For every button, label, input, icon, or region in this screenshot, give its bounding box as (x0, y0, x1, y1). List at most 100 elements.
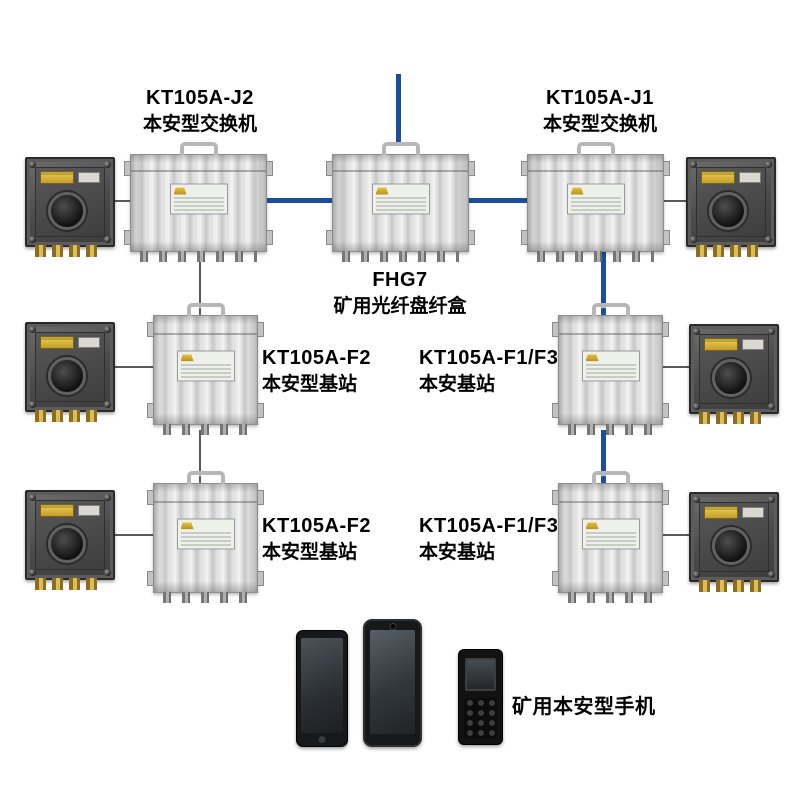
warning-label (40, 171, 74, 184)
handle-icon (179, 142, 218, 155)
left-chain-link-1 (199, 252, 201, 318)
cable-glands (537, 251, 654, 262)
junction-box-bottom-left (25, 490, 115, 590)
switch-j2-model: KT105A-J2 (146, 87, 254, 109)
bolt-icon (29, 494, 36, 501)
bolt-icon (693, 496, 700, 503)
switch-j1-type: 本安型交换机 (542, 114, 657, 136)
spec-label (78, 337, 100, 348)
smartphone-1 (296, 630, 348, 747)
base-f13-bottom-model: KT105A-F1/F3 (419, 515, 559, 537)
left-chain-link-2 (199, 430, 201, 486)
cable-entry-port (48, 525, 86, 563)
fiber-uplink-line (396, 74, 401, 146)
cable-glands (568, 592, 653, 603)
bolt-icon (104, 494, 111, 501)
node-fiber-box (326, 142, 475, 262)
cable-glands (163, 424, 248, 435)
label-handsets: 矿用本安型手机 (512, 693, 732, 721)
handle-icon (186, 471, 225, 484)
spec-label (742, 507, 764, 518)
junction-link-bottom-right (661, 534, 690, 536)
cable-entry-port (48, 192, 86, 230)
handle-icon (576, 142, 615, 155)
bolt-icon (765, 161, 772, 168)
handle-icon (591, 471, 630, 484)
junction-link-top-left (113, 200, 131, 202)
cable-entry-port (709, 192, 747, 230)
handle-icon (186, 303, 225, 316)
node-base-f2-bottom (147, 471, 264, 603)
node-switch-j1 (521, 142, 670, 262)
brass-glands (35, 245, 99, 257)
switch-j2-type: 本安型交换机 (142, 114, 257, 136)
junction-link-middle-left (113, 366, 153, 368)
nameplate (371, 183, 430, 215)
fiber-box-type: 矿用光纤盘纤盒 (333, 296, 467, 318)
node-base-f13-middle (552, 303, 669, 435)
brass-glands (699, 412, 763, 424)
fiber-link-left (266, 198, 334, 203)
label-base-f13-bottom: KT105A-F1/F3 本安基站 (419, 512, 589, 567)
brand-logo-icon (180, 354, 194, 362)
spec-label (78, 172, 100, 183)
bolt-icon (29, 401, 36, 408)
node-base-f13-bottom (552, 471, 669, 603)
phone-screen (465, 658, 496, 691)
label-fiber-box: FHG7 矿用光纤盘纤盒 (300, 266, 500, 321)
handle-icon (381, 142, 420, 155)
base-f2-bottom-type: 本安型基站 (262, 542, 358, 564)
label-switch-j2: KT105A-J2 本安型交换机 (95, 84, 305, 139)
brand-logo-icon (585, 354, 599, 362)
base-f2-middle-type: 本安型基站 (262, 374, 358, 396)
bolt-icon (693, 403, 700, 410)
warning-label (704, 338, 738, 351)
brass-glands (35, 410, 99, 422)
bolt-icon (104, 236, 111, 243)
nameplate (169, 183, 228, 215)
cable-entry-port (712, 359, 750, 397)
cable-glands (568, 424, 653, 435)
home-button-icon (318, 736, 326, 743)
nameplate (176, 350, 235, 382)
bolt-icon (29, 326, 36, 333)
switch-j1-model: KT105A-J1 (546, 87, 654, 109)
bolt-icon (768, 496, 775, 503)
bolt-icon (690, 161, 697, 168)
brass-glands (696, 245, 760, 257)
phone-screen (370, 630, 415, 734)
bolt-icon (768, 403, 775, 410)
warning-label (40, 504, 74, 517)
bolt-icon (104, 401, 111, 408)
nameplate (581, 350, 640, 382)
handsets-label: 矿用本安型手机 (512, 696, 656, 718)
cable-entry-port (712, 527, 750, 565)
base-f2-middle-model: KT105A-F2 (262, 347, 371, 369)
bolt-icon (29, 569, 36, 576)
brand-logo-icon (570, 187, 584, 195)
brand-logo-icon (585, 522, 599, 530)
base-f2-bottom-model: KT105A-F2 (262, 515, 371, 537)
bolt-icon (768, 571, 775, 578)
bolt-icon (690, 236, 697, 243)
label-base-f2-middle: KT105A-F2 本安型基站 (262, 344, 422, 399)
label-base-f13-middle: KT105A-F1/F3 本安基站 (419, 344, 589, 399)
brass-glands (35, 578, 99, 590)
phone-screen (301, 638, 343, 733)
bolt-icon (29, 161, 36, 168)
spec-label (742, 339, 764, 350)
fiber-box-model: FHG7 (372, 269, 428, 291)
right-chain-link-1 (601, 252, 606, 318)
fiber-link-right (468, 198, 528, 203)
junction-box-bottom-right (689, 492, 779, 592)
junction-link-bottom-left (113, 534, 153, 536)
cable-glands (342, 251, 459, 262)
junction-box-top-right (686, 157, 776, 257)
brand-logo-icon (180, 522, 194, 530)
bolt-icon (768, 328, 775, 335)
right-chain-link-2 (601, 430, 606, 486)
label-base-f2-bottom: KT105A-F2 本安型基站 (262, 512, 422, 567)
node-switch-j2 (124, 142, 273, 262)
bolt-icon (104, 326, 111, 333)
